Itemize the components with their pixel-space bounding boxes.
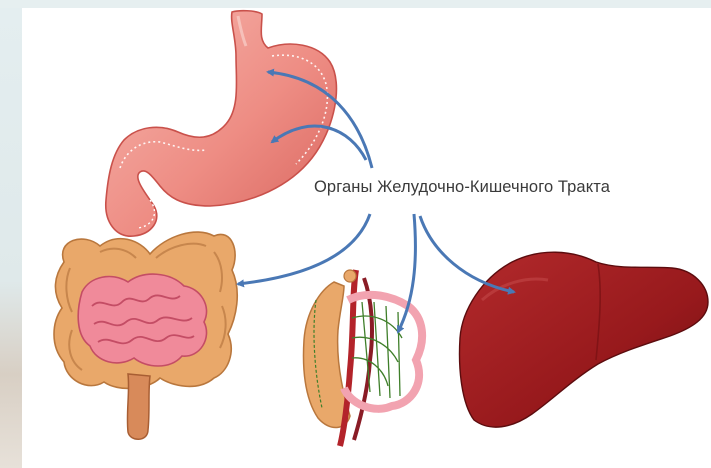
liver-icon xyxy=(460,252,708,427)
diagram-title: Органы Желудочно-Кишечного Тракта xyxy=(314,178,610,197)
stomach-icon xyxy=(106,11,337,236)
pancreas-vessels-icon xyxy=(304,270,423,446)
intestines-icon xyxy=(54,232,237,439)
